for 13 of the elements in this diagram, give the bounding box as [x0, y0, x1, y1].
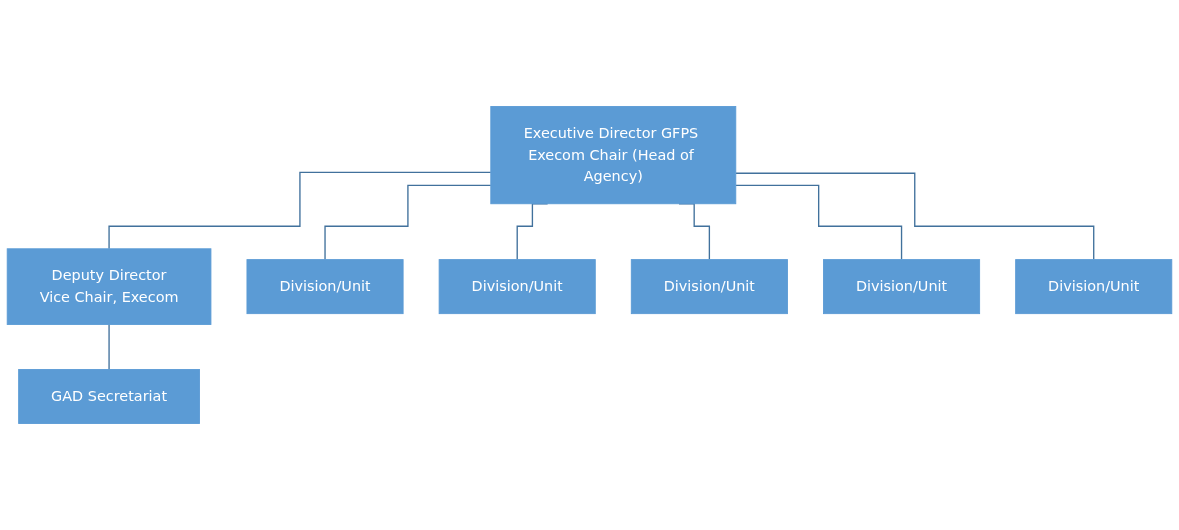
node-box: Division/Unit: [1015, 259, 1173, 315]
node-box: Division/Unit: [438, 259, 596, 315]
node-box: Division/Unit: [823, 259, 981, 315]
node-box: Deputy Director Vice Chair, Execom: [6, 248, 212, 325]
connector: [735, 172, 1095, 261]
node-box: Division/Unit: [246, 259, 404, 315]
node-box: GAD Secretariat: [18, 369, 200, 424]
connector: [735, 184, 903, 261]
connector: [108, 323, 110, 371]
connector: [108, 171, 492, 250]
connector: [324, 184, 492, 261]
node-box: Executive Director GFPS Execom Chair (Head of Agency): [490, 106, 737, 205]
node-box: Division/Unit: [630, 259, 788, 315]
